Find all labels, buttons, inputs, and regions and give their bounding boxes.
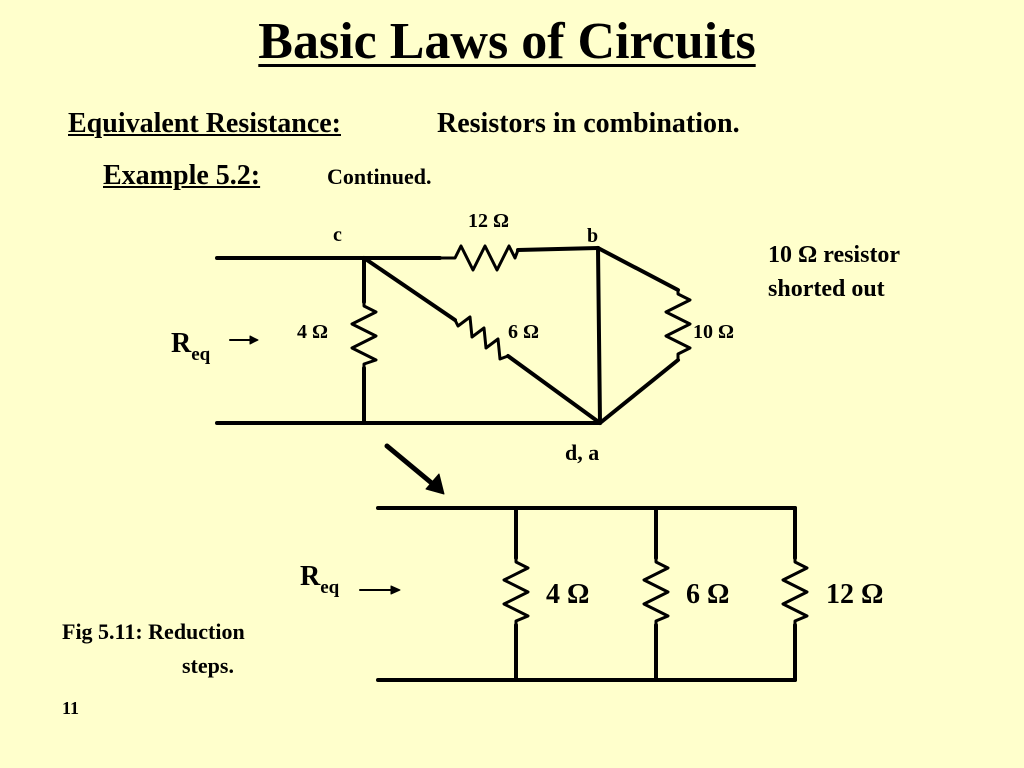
resistor-12-ohm-bottom — [781, 556, 809, 627]
req-label-top: Req — [171, 328, 211, 365]
req-arrow-top-head — [249, 335, 259, 345]
reduction-arrow-head — [425, 473, 445, 495]
shorted-note: 10 Ω resistor shorted out — [768, 238, 900, 306]
resistor-6-ohm-label-top: 6 Ω — [508, 321, 539, 343]
resistor-12-ohm-label-bottom: 12 Ω — [826, 579, 883, 610]
req-label-bottom-sub: eq — [320, 577, 339, 598]
example-label: Example 5.2: — [103, 160, 261, 191]
reduction-arrow — [384, 443, 437, 488]
resistor-6-ohm-label-bottom: 6 Ω — [686, 579, 729, 610]
req-label-top-main: R — [171, 328, 192, 359]
req-arrow-bottom-head — [390, 585, 401, 595]
req-label-bottom-main: R — [300, 561, 321, 592]
resistor-10-ohm-label-top: 10 Ω — [693, 321, 734, 343]
node-da-label: d, a — [565, 440, 599, 465]
figure-caption-line2: steps. — [182, 653, 234, 678]
resistor-10-ohm-top — [664, 288, 692, 362]
shorted-note-line1: 10 Ω resistor — [768, 242, 901, 268]
resistor-12-ohm-top — [438, 244, 520, 272]
resistor-12-ohm-label-top: 12 Ω — [468, 210, 509, 232]
resistor-4-ohm-label-top: 4 Ω — [297, 321, 328, 343]
figure-caption-line1: Fig 5.11: Reduction — [62, 619, 245, 644]
resistor-6-ohm-top — [453, 315, 510, 361]
example-continued: Continued. — [327, 164, 432, 189]
resistor-4-ohm-bottom — [502, 556, 530, 627]
heading-text: Resistors in combination. — [437, 108, 740, 139]
resistor-6-ohm-bottom — [642, 556, 670, 627]
req-label-bottom: Req — [300, 561, 340, 598]
equivalent-resistance-label: Equivalent Resistance: — [68, 108, 341, 139]
page-number: 11 — [62, 698, 80, 718]
figure-caption: Fig 5.11: Reduction steps. — [62, 615, 245, 683]
req-label-top-sub: eq — [191, 344, 210, 365]
slide-title: Basic Laws of Circuits — [258, 13, 756, 70]
shorted-note-line2: shorted out — [768, 276, 885, 302]
resistor-4-ohm-top — [350, 300, 378, 370]
bottom-circuit-wires — [376, 506, 797, 682]
resistor-4-ohm-label-bottom: 4 Ω — [546, 579, 589, 610]
node-c-label: c — [333, 224, 342, 246]
node-b-label: b — [587, 225, 598, 247]
top-circuit-wires — [215, 246, 680, 425]
